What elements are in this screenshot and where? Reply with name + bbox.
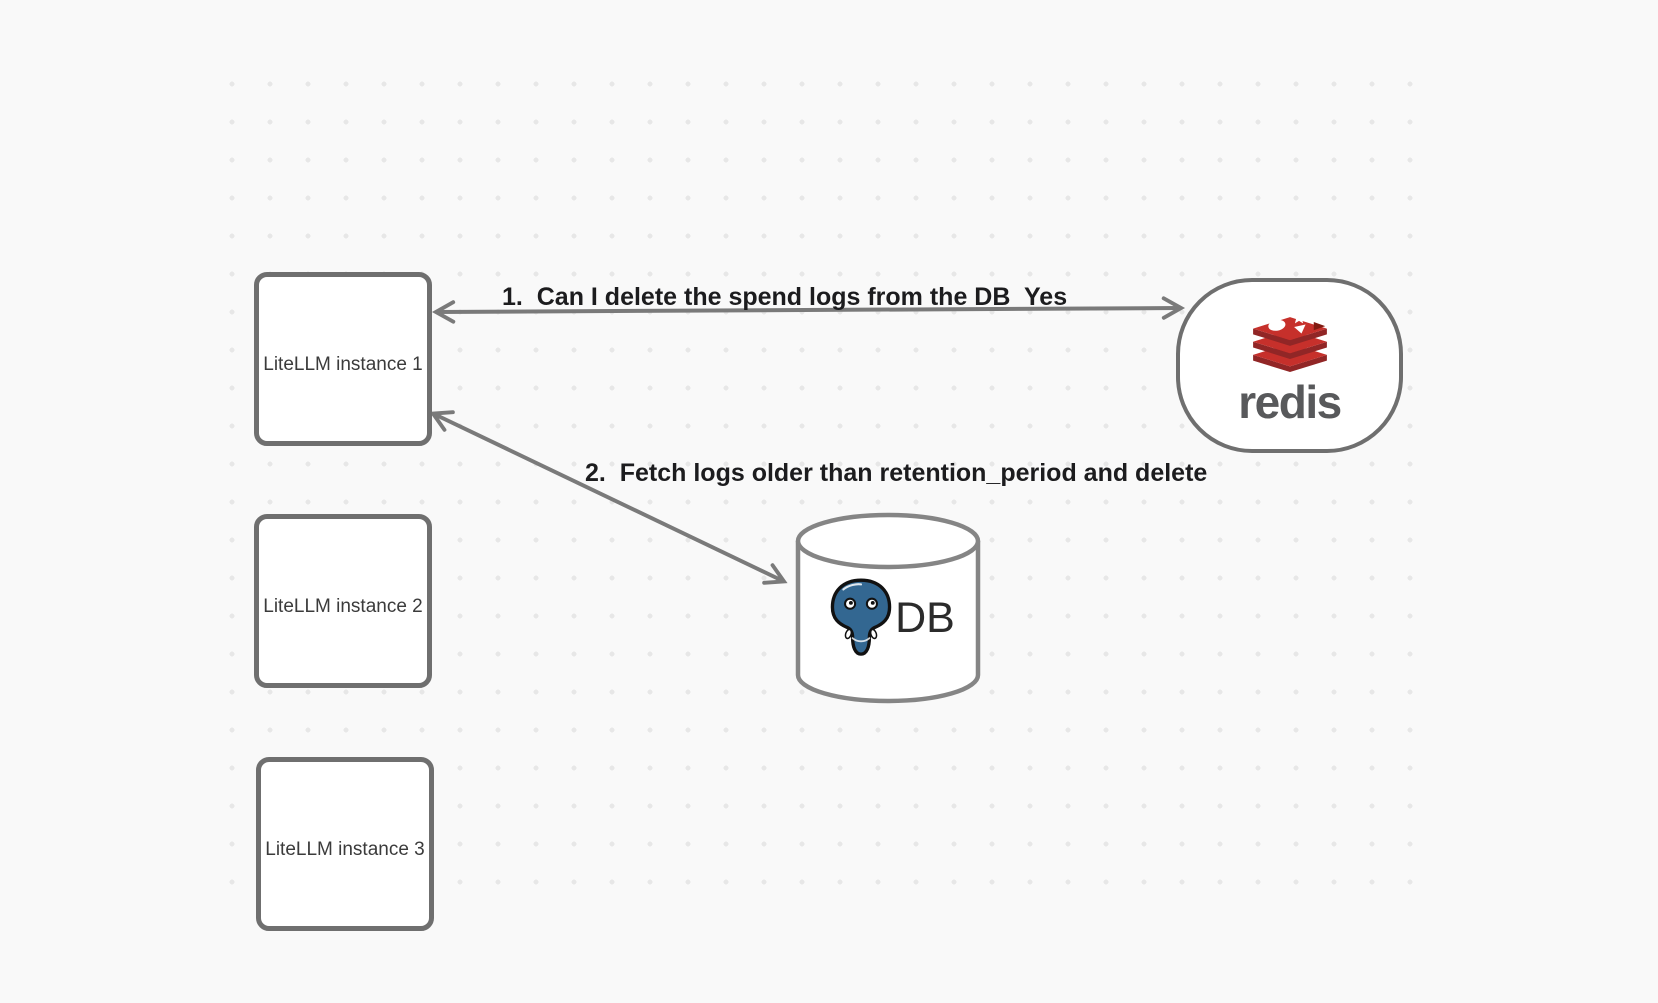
node-litellm-instance-1: LiteLLM instance 1 [254,272,432,446]
node-redis: redis [1176,278,1403,453]
node-db-cylinder [795,512,981,704]
db-node-content: DB [806,572,972,664]
node-litellm-instance-3: LiteLLM instance 3 [256,757,434,931]
node-label: LiteLLM instance 1 [263,354,423,375]
db-label: DB [895,593,955,642]
node-litellm-instance-2: LiteLLM instance 2 [254,514,432,688]
node-label: LiteLLM instance 2 [263,596,423,617]
postgresql-logo-icon [830,578,892,656]
arrow-label-yes: Yes [1024,283,1068,311]
redis-logo-icon [1252,310,1327,372]
redis-wordmark: redis [1238,375,1342,428]
arrow-label-step-1: 1. Can I delete the spend logs from the … [502,283,1011,311]
arrow-label-step-2: 2. Fetch logs older than retention_perio… [585,459,1208,487]
node-label: LiteLLM instance 3 [265,839,425,860]
